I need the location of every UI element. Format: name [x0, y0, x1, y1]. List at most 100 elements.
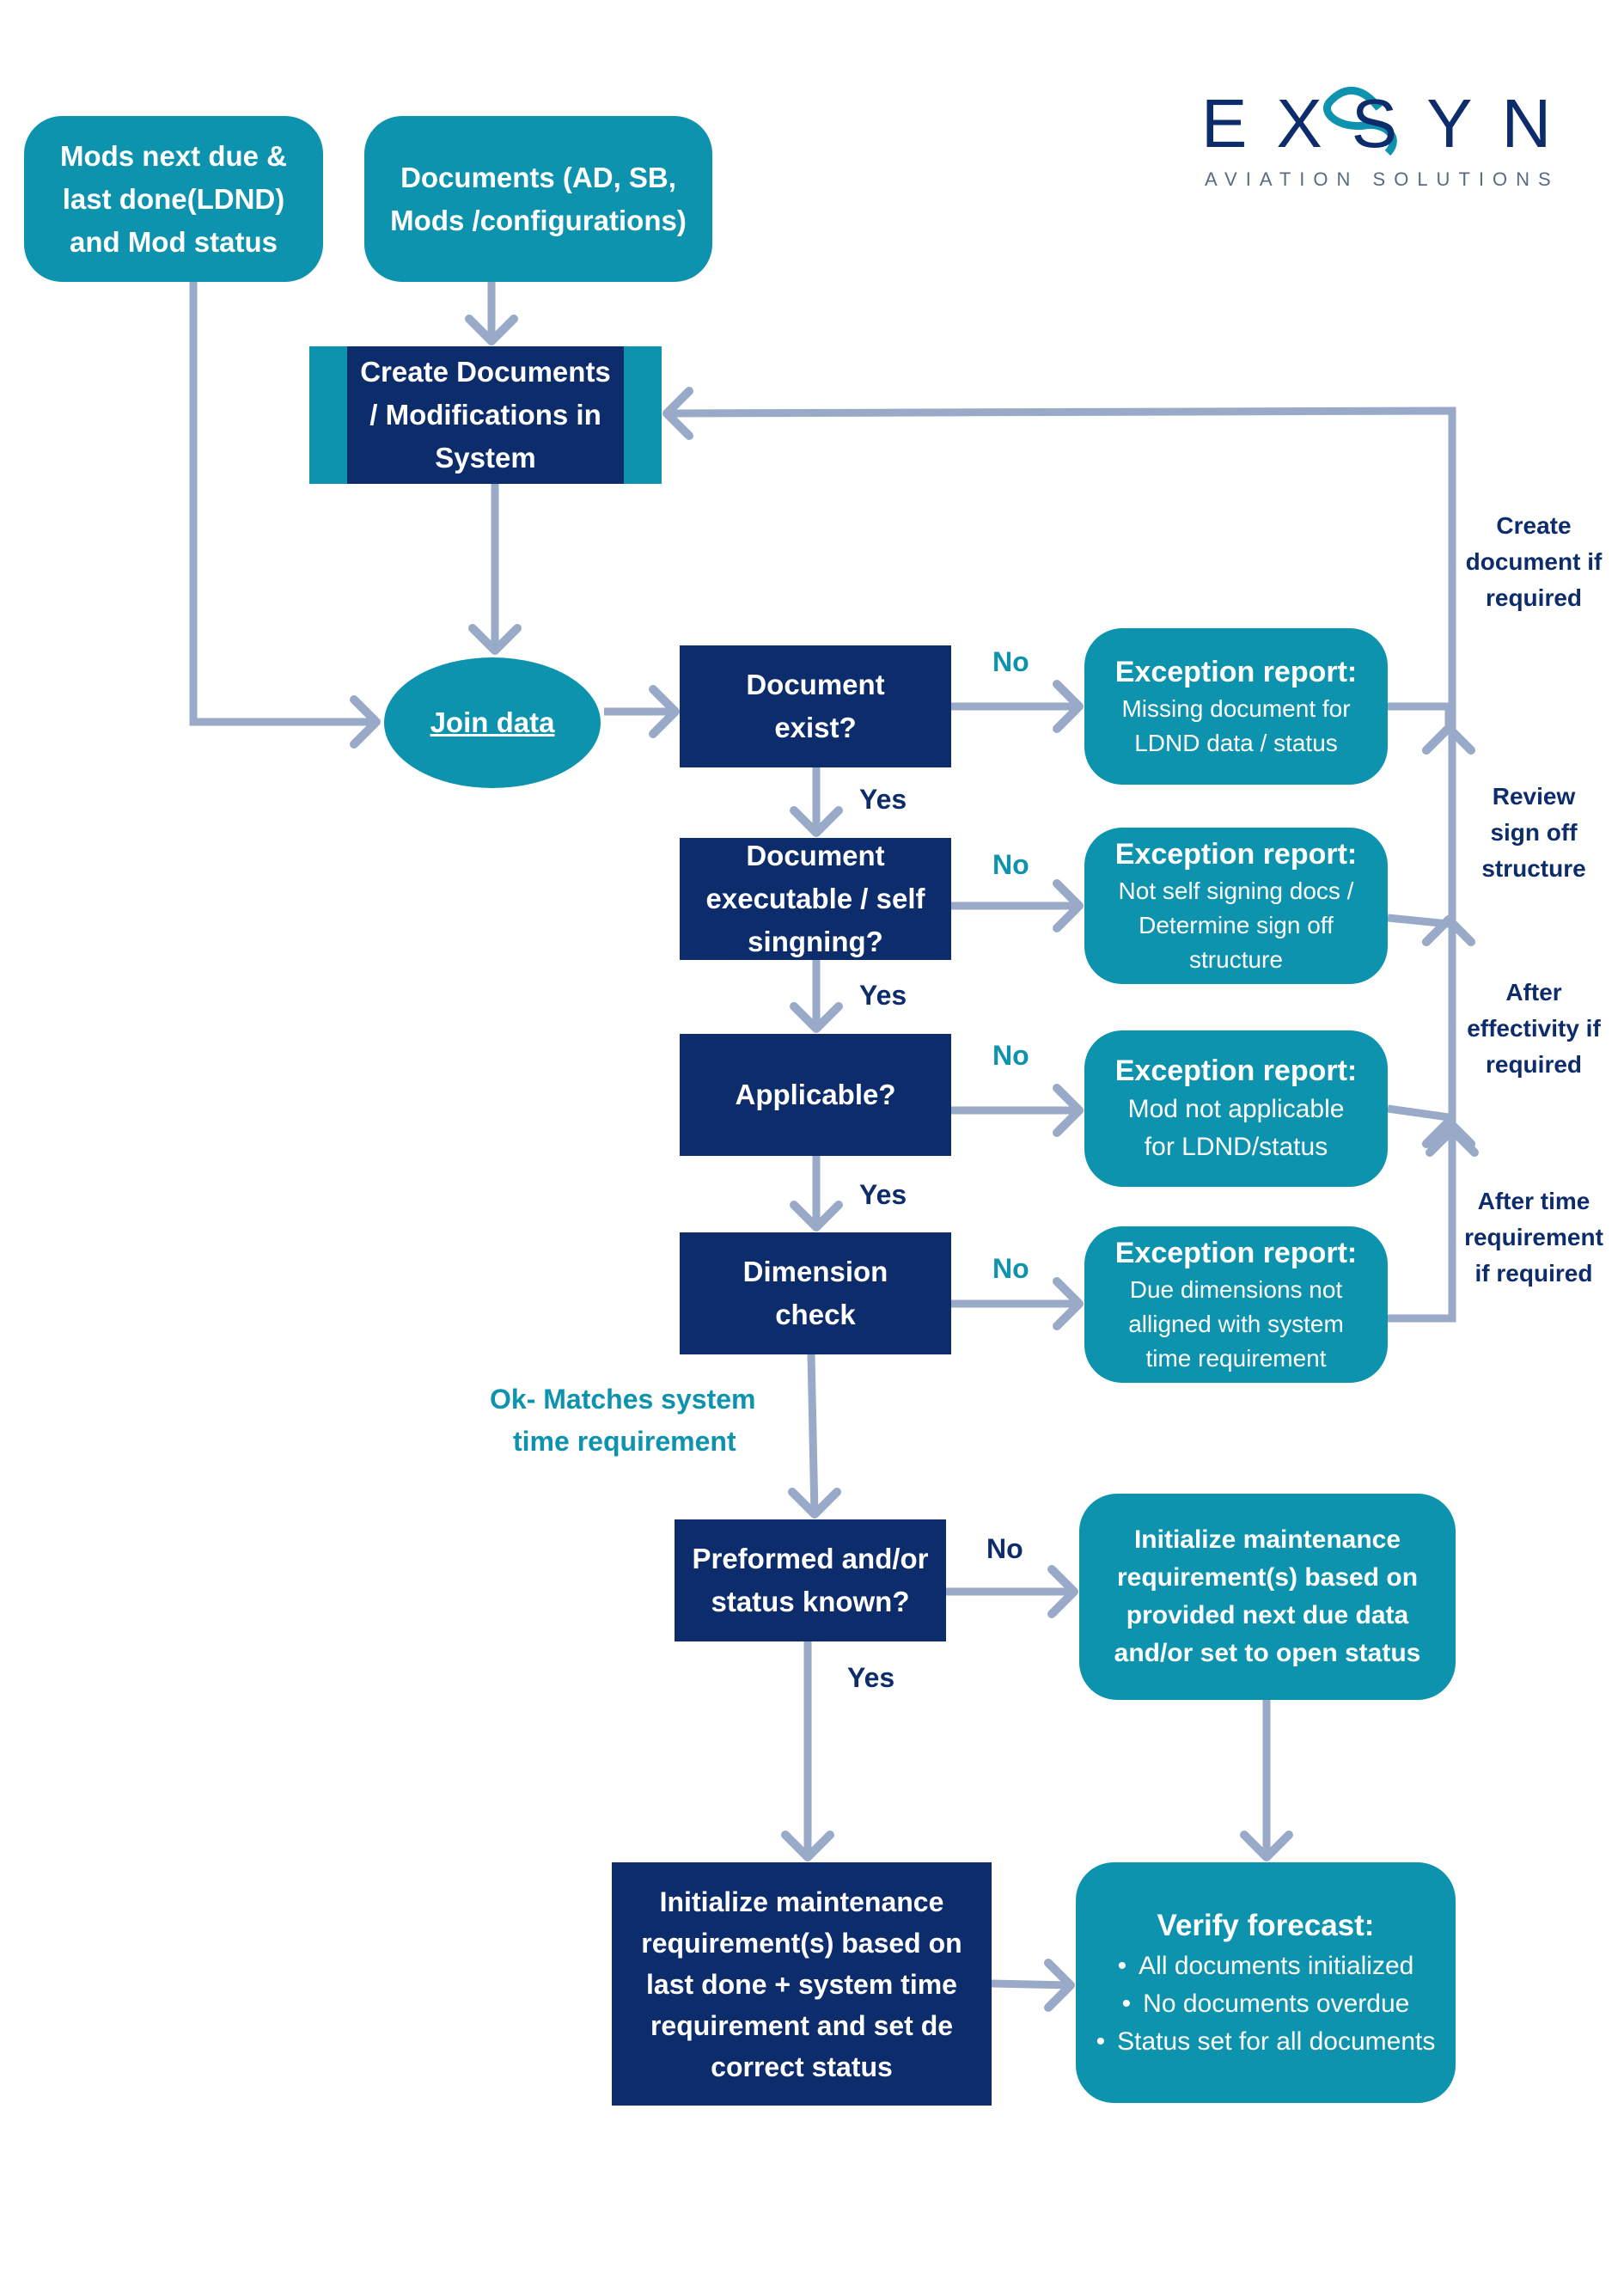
node-line: Initialize maintenance	[1133, 1525, 1401, 1554]
arrow-yes-exist-head	[790, 806, 843, 837]
create-documents-inner: Create Documents / Modifications in Syst…	[347, 346, 624, 484]
performed-status-decision: Preformed and/or status known?	[675, 1519, 946, 1641]
edge-label-no: No	[992, 646, 1029, 677]
exception-line: alligned with system	[1128, 1311, 1344, 1337]
side-label-review-sign-off: Review sign off structure	[1452, 779, 1615, 887]
initialize-last-done-node: Initialize maintenance requirement(s) ba…	[612, 1862, 992, 2106]
arrow-no-dimension-head	[1053, 1277, 1084, 1330]
edge-label-no: No	[986, 1533, 1023, 1564]
logo-brand-text: EXSYN	[1201, 85, 1581, 162]
exception-line: Missing document for	[1121, 695, 1351, 722]
edge-label-yes: Yes	[859, 980, 907, 1011]
edge-label-yes: Yes	[859, 1179, 907, 1210]
arrow-performed-to-init-last-head	[781, 1831, 834, 1861]
arrow-join-to-exist-head	[649, 685, 680, 738]
node-line: Document	[746, 669, 885, 700]
arrow-no-exist-head	[1053, 680, 1084, 733]
verify-item: Status set for all documents	[1096, 2023, 1435, 2061]
node-line: and Mod status	[69, 225, 278, 258]
arrow-feedback-exist	[1388, 702, 1453, 728]
exception-report-dimensions: Exception report: Due dimensions not all…	[1084, 1226, 1388, 1383]
edge-label-no: No	[992, 849, 1029, 880]
documents-input-node: Documents (AD, SB, Mods /configurations)	[364, 116, 712, 282]
arrow-feedback-mid-head-2	[1422, 915, 1475, 946]
arrow-feedback-dimension	[1388, 1130, 1456, 1323]
node-line: / Modifications in	[369, 399, 601, 431]
node-line: Applicable?	[735, 1079, 896, 1110]
side-label-line: structure	[1481, 855, 1586, 882]
node-line: Dimension	[742, 1256, 888, 1287]
applicable-decision: Applicable?	[680, 1034, 951, 1156]
arrow-create-to-join-head	[468, 624, 522, 655]
document-executable-decision: Document executable / self singning?	[680, 838, 951, 960]
node-line: and/or set to open status	[1114, 1639, 1421, 1667]
logo-swoosh-icon	[1323, 86, 1397, 156]
node-line: correct status	[711, 2051, 893, 2082]
dimension-check-decision: Dimension check	[680, 1232, 951, 1354]
side-label-line: Review	[1492, 783, 1576, 810]
side-label-line: requirement	[1464, 1224, 1603, 1250]
arrow-feedback-mid-head-3	[1422, 1117, 1475, 1148]
arrow-no-exec-head	[1053, 879, 1084, 932]
join-data-node: Join data	[384, 657, 601, 788]
side-label-line: Create	[1496, 512, 1572, 539]
verify-forecast-node: Verify forecast: All documents initializ…	[1076, 1862, 1456, 2103]
exception-line: Mod not applicable	[1127, 1095, 1345, 1123]
initialize-open-status-node: Initialize maintenance requirement(s) ba…	[1079, 1494, 1456, 1700]
arrow-yes-exec-head	[790, 1002, 843, 1033]
exception-line: Determine sign off	[1139, 912, 1334, 938]
arrow-dimension-to-performed-head	[788, 1488, 841, 1519]
document-exist-decision: Document exist?	[680, 645, 951, 767]
exception-title: Exception report:	[1114, 1054, 1358, 1087]
arrow-documents-to-create-head	[465, 315, 518, 345]
join-data-label: Join data	[430, 706, 555, 738]
node-line: Document	[746, 840, 885, 871]
node-line: singning?	[748, 926, 883, 957]
exception-line: time requirement	[1145, 1345, 1327, 1372]
edge-label-yes: Yes	[859, 784, 907, 815]
arrow-feedback-spine-head	[662, 387, 693, 440]
node-line: Create Documents	[360, 356, 611, 388]
arrow-mods-to-join	[189, 282, 376, 726]
arrow-mods-to-join-head	[350, 695, 381, 749]
arrow-feedback-applicable	[1387, 1104, 1453, 1122]
side-label-line: required	[1485, 1051, 1583, 1078]
verify-item: All documents initialized	[1096, 1947, 1436, 1985]
logo-tagline: AVIATION SOLUTIONS	[1205, 168, 1560, 190]
edge-label-no: No	[992, 1253, 1029, 1284]
node-line: Mods /configurations)	[390, 204, 687, 236]
verify-item: No documents overdue	[1096, 1985, 1436, 2023]
verify-list: All documents initialized No documents o…	[1096, 1947, 1436, 2061]
exception-line: LDND data / status	[1134, 730, 1338, 756]
arrow-no-applicable-head	[1053, 1084, 1084, 1137]
side-label-after-effectivity: After effectivity if required	[1452, 975, 1615, 1083]
exception-line: for LDND/status	[1144, 1133, 1328, 1161]
side-label-line: required	[1485, 584, 1583, 611]
exception-title: Exception report:	[1114, 838, 1358, 871]
edge-label-no: No	[992, 1040, 1029, 1071]
node-line: check	[775, 1299, 856, 1330]
side-label-line: After time	[1477, 1188, 1590, 1214]
exception-report-not-applicable: Exception report: Mod not applicable for…	[1084, 1030, 1388, 1187]
verify-title: Verify forecast:	[1157, 1909, 1375, 1942]
arrow-init-last-to-verify	[991, 1979, 1071, 1990]
node-line: status known?	[711, 1586, 910, 1617]
node-line: Initialize maintenance	[659, 1886, 944, 1917]
side-label-line: if required	[1474, 1260, 1593, 1287]
exception-line: structure	[1189, 946, 1283, 973]
node-line: executable / self	[705, 883, 925, 914]
node-line: exist?	[774, 712, 857, 743]
node-line: provided next due data	[1126, 1601, 1409, 1629]
arrow-feedback-mid-head-1	[1422, 724, 1475, 755]
ok-matches-line: time requirement	[513, 1426, 736, 1457]
create-documents-node: Create Documents / Modifications in Syst…	[309, 346, 662, 484]
mods-ldnd-input-node: Mods next due & last done(LDND) and Mod …	[24, 116, 323, 282]
node-line: Documents (AD, SB,	[400, 161, 676, 193]
edge-label-yes: Yes	[847, 1662, 895, 1693]
node-line: last done + system time	[646, 1968, 957, 2000]
node-line: Preformed and/or	[692, 1543, 929, 1574]
arrow-init-last-to-verify-head	[1044, 1959, 1075, 2012]
exception-report-missing-document: Exception report: Missing document for L…	[1084, 628, 1388, 785]
